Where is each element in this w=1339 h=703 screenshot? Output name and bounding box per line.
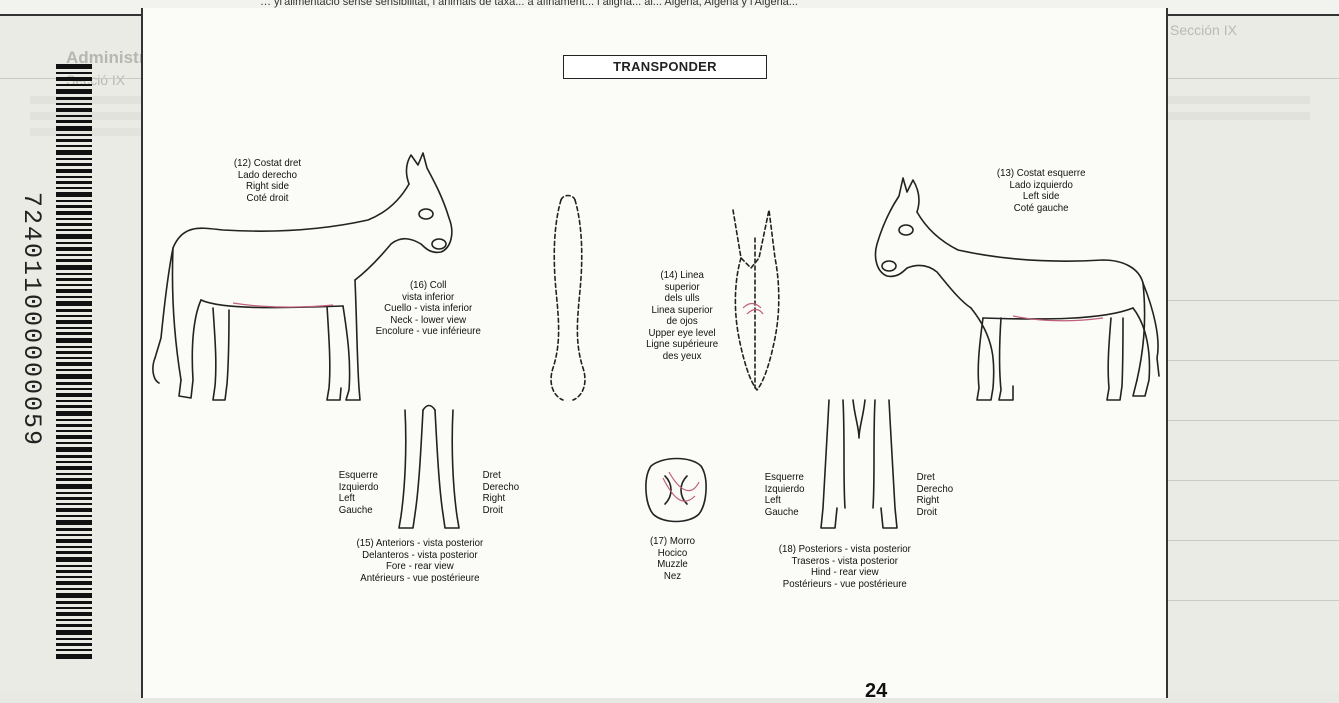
muzzle-drawing <box>646 459 706 522</box>
label-fore-right: Dret Derecho Right Droit <box>483 470 520 516</box>
label-neck-lower-view: (16) Coll vista inferior Cuello - vista … <box>376 280 481 338</box>
label-upper-eye-level: (14) Linea superior dels ulls Linea supe… <box>646 270 718 362</box>
label-fore-rear-view: (15) Anteriors - vista posterior Delante… <box>357 538 484 584</box>
label-muzzle: (17) Morro Hocico Muzzle Nez <box>650 536 695 582</box>
barcode-bars <box>56 64 100 664</box>
page-number: 24 <box>865 680 887 703</box>
background-rule <box>1166 360 1339 361</box>
label-right-side: (12) Costat dret Lado derecho Right side… <box>234 158 301 204</box>
label-hind-left: Esquerre Izquierdo Left Gauche <box>765 472 805 518</box>
label-hind-right: Dret Derecho Right Droit <box>917 472 954 518</box>
background-rule <box>1166 540 1339 541</box>
background-rule <box>1166 420 1339 421</box>
label-hind-rear-view: (18) Posteriors - vista posterior Traser… <box>779 544 911 590</box>
barcode-number: 724011000000059 <box>17 192 46 492</box>
background-rule <box>1166 480 1339 481</box>
neck-lower-view-drawing <box>551 196 585 401</box>
head-front-view-drawing <box>733 210 779 390</box>
label-left-side: (13) Costat esquerre Lado izquierdo Left… <box>997 168 1086 214</box>
label-fore-left: Esquerre Izquierdo Left Gauche <box>339 470 379 516</box>
header-text: … yl'alimentació sense sensibilitat, i a… <box>260 0 798 8</box>
background-rule <box>1166 600 1339 601</box>
donkey-right-side-drawing <box>153 153 452 400</box>
background-rule <box>1166 300 1339 301</box>
identification-diagram-sheet: TRANSPONDER <box>141 8 1168 698</box>
barcode <box>56 64 100 664</box>
hind-legs-rear-view-drawing <box>821 400 897 528</box>
background-section-label-right: Sección IX <box>1170 22 1237 38</box>
fore-legs-rear-view-drawing <box>399 406 459 529</box>
